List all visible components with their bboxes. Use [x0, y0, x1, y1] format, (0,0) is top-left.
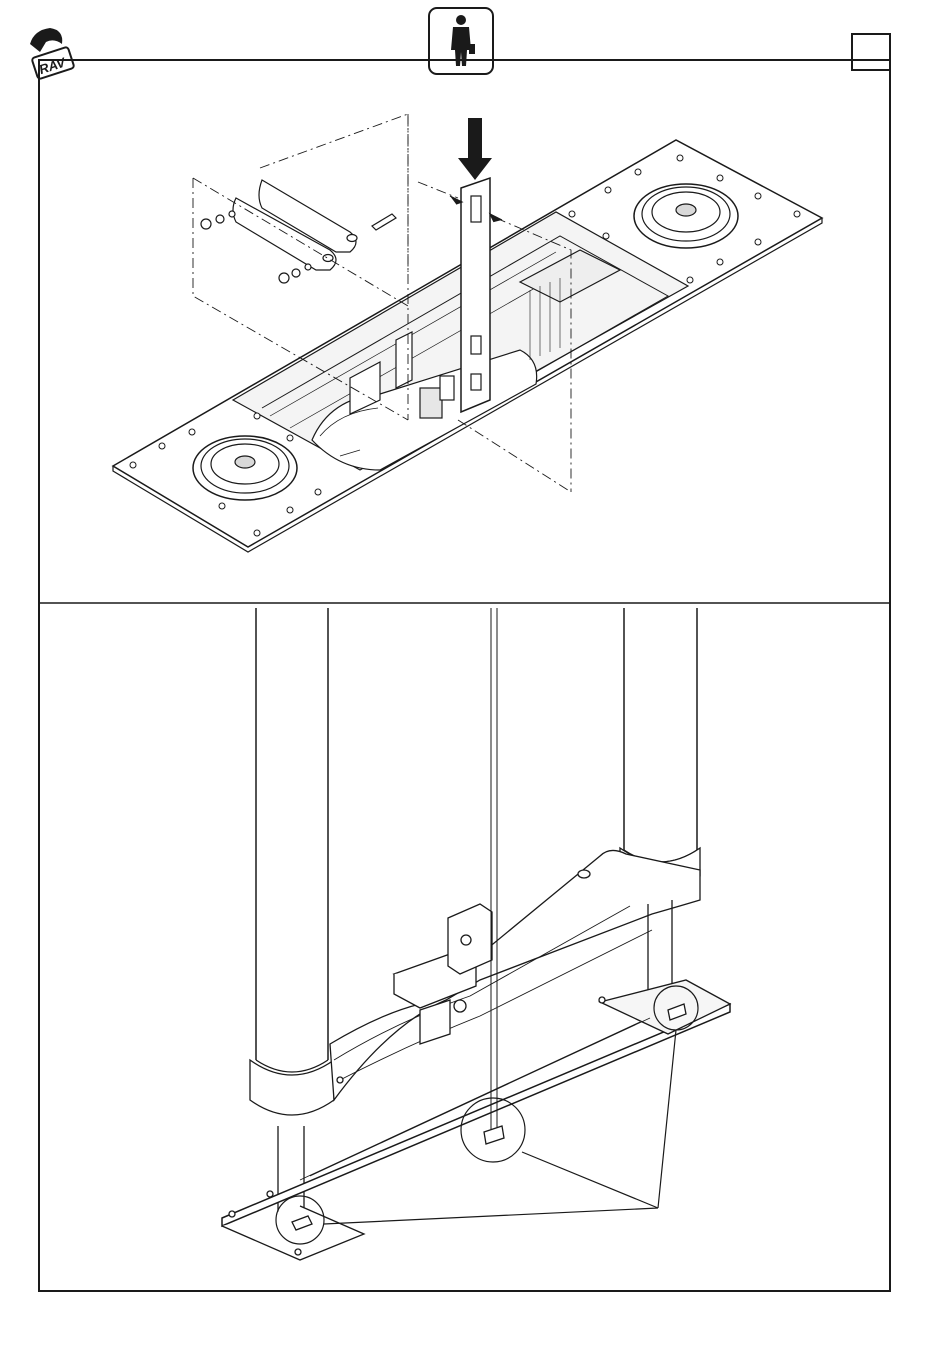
- single-operator-icon: [429, 8, 493, 74]
- lift-columns-illustration: [222, 608, 730, 1260]
- lift-base-illustration: [113, 114, 822, 552]
- rav-logo: RAV: [30, 28, 74, 79]
- step-number-box: [852, 34, 890, 70]
- insert-direction-arrow: [458, 118, 492, 180]
